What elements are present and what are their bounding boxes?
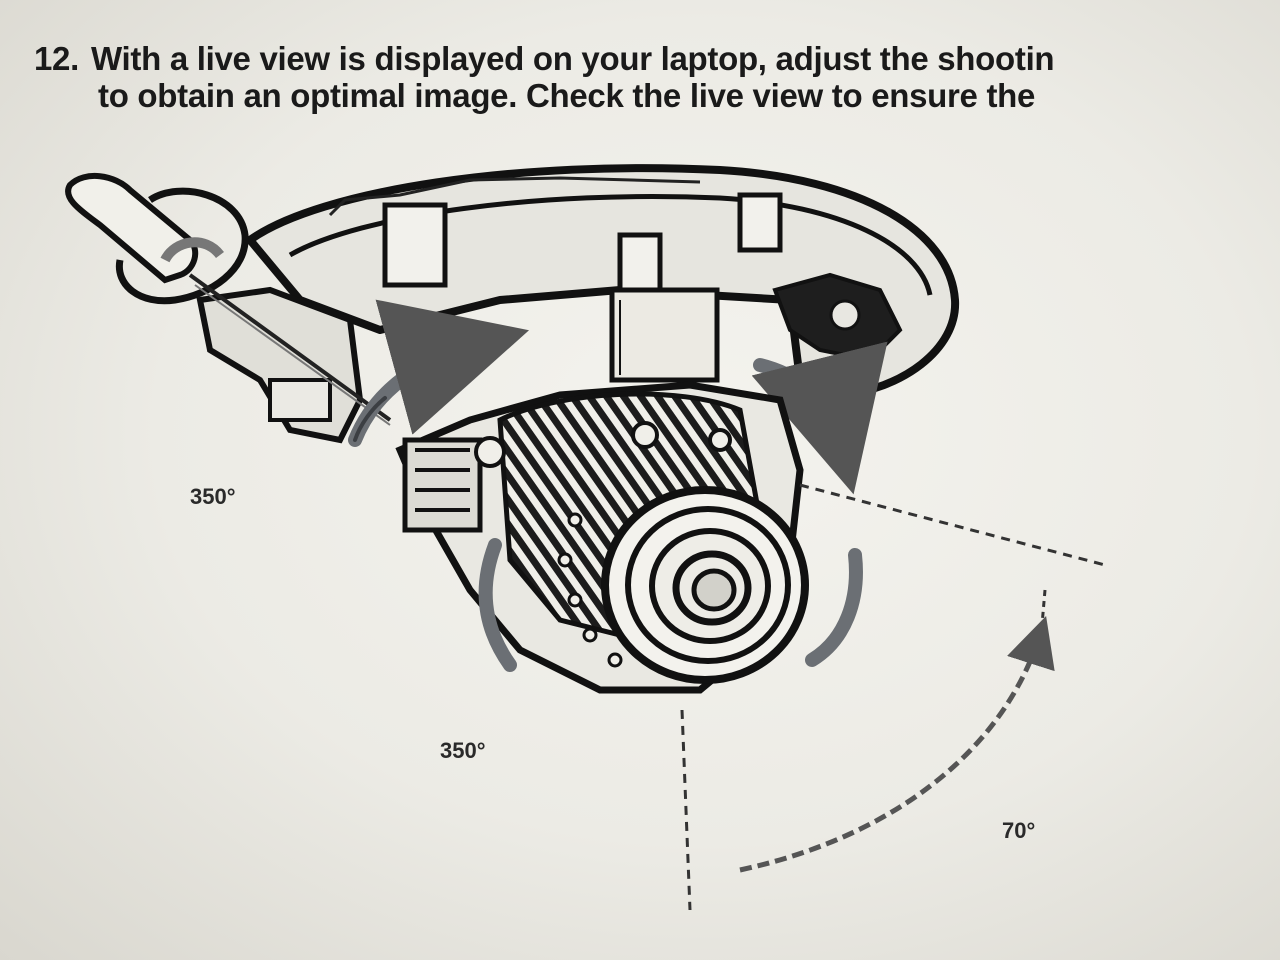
step-number: 12. bbox=[34, 40, 79, 77]
tilt-guides bbox=[680, 483, 1106, 911]
instruction-line-2: to obtain an optimal image. Check the li… bbox=[98, 77, 1036, 114]
step-instruction: 12. With a live view is displayed on your… bbox=[34, 40, 1280, 114]
instruction-text-1: With a live view is displayed on your la… bbox=[90, 40, 1055, 77]
tilt-arrow bbox=[739, 615, 1055, 873]
dome-housing bbox=[196, 164, 960, 444]
camera-lens bbox=[601, 486, 809, 684]
instruction-line-1: 12. With a live view is displayed on your… bbox=[34, 40, 1280, 77]
pan-angle-label: 350° bbox=[190, 484, 236, 509]
tilt-angle-label: 70° bbox=[1002, 818, 1036, 843]
lens-rotation-arrows bbox=[478, 538, 863, 672]
pan-rotation-arrows bbox=[348, 299, 888, 495]
rotation-angle-label: 350° bbox=[440, 738, 486, 763]
screwdriver-icon bbox=[65, 172, 392, 426]
